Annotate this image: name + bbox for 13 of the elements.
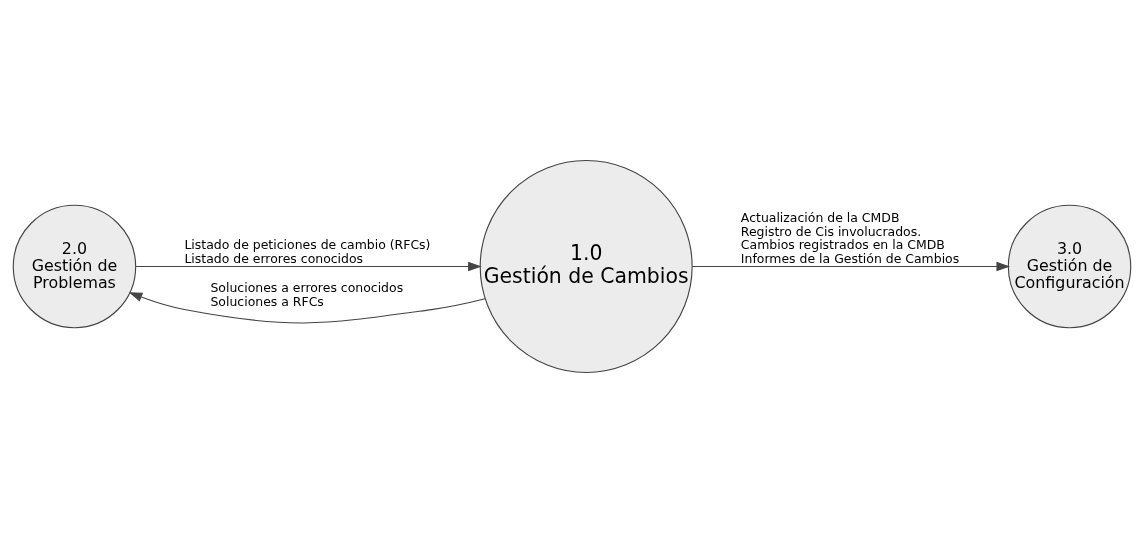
arrow: [128, 292, 486, 324]
edge-label: Listado de errores conocidos: [184, 250, 364, 266]
arrow: [691, 261, 1011, 272]
node-circle: 3.0 Gestión de Configuración: [1007, 204, 1132, 329]
arrow: [135, 261, 482, 272]
edge-label: Cambios registrados en la CMDB: [740, 237, 945, 253]
node-circle: 1.0 Gestión de Cambios: [479, 159, 693, 374]
edge-label: Listado de peticiones de cambio (RFCs): [184, 237, 431, 253]
node-circle: 2.0 Gestión de Problemas: [12, 204, 137, 329]
edge-label: Soluciones a errores conocidos: [210, 280, 404, 296]
edge-label: Soluciones a RFCs: [210, 293, 324, 309]
edge-label: Registro de Cis involucrados.: [740, 223, 922, 239]
edge-label: Actualización de la CMDB: [740, 210, 900, 226]
